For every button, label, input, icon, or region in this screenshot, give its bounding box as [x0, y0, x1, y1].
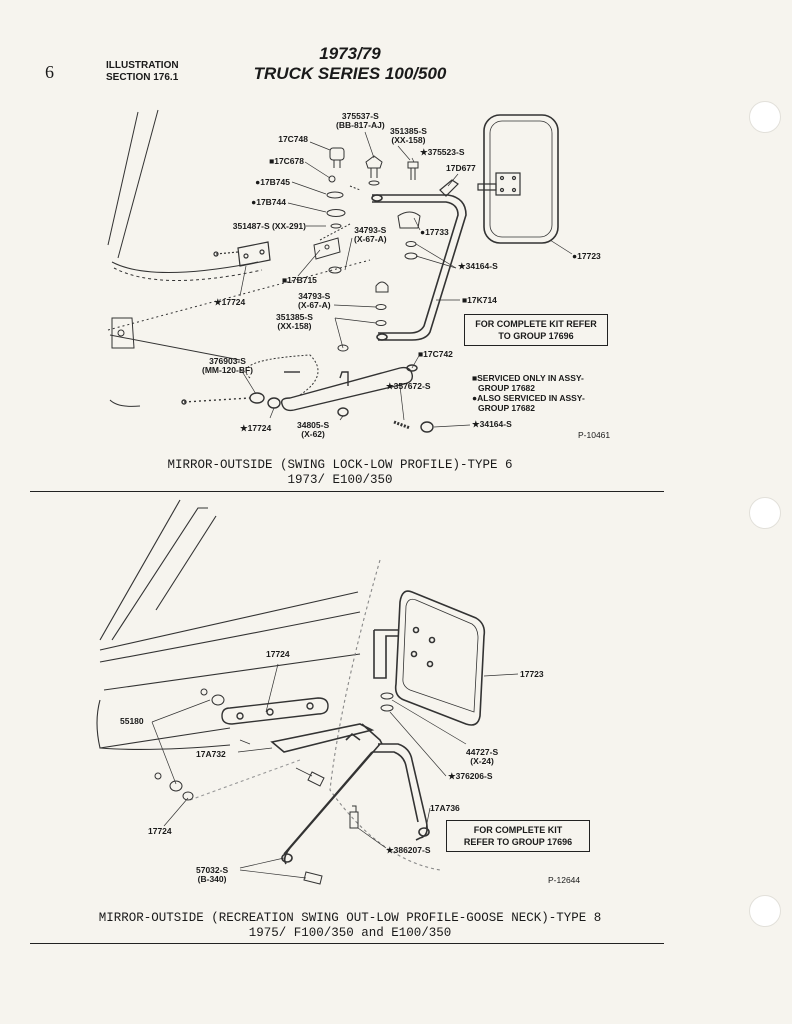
caption-type6: MIRROR-OUTSIDE (SWING LOCK-LOW PROFILE)-… [100, 458, 580, 488]
callout-17a732: 17A732 [196, 749, 226, 759]
caption2-line1: MIRROR-OUTSIDE (RECREATION SWING OUT-LOW… [98, 911, 602, 925]
leader-lines-1 [239, 131, 573, 428]
callout-34793-s-upper: 34793-S (X-67-A) [354, 226, 387, 244]
callout-376206-s: ★376206-S [448, 771, 493, 781]
callout-55180: 55180 [120, 716, 144, 726]
callout-17723-type8: 17723 [520, 669, 544, 679]
kit-line2: TO GROUP 17696 [498, 331, 574, 341]
callout-386207-s: ★386207-S [386, 845, 431, 855]
callout-17c748: 17C748 [278, 134, 308, 144]
mirror-bracket-17d677 [439, 172, 521, 197]
mounting-plate-17724-upper [213, 241, 271, 267]
callout-17733: ●17733 [420, 227, 449, 237]
part-code: (X-67-A) [298, 300, 331, 310]
callout-357672-s: ★357672-S [386, 381, 431, 391]
callout-17b744: ●17B744 [251, 197, 286, 207]
callout-351385-s-upper: 351385-S (XX-158) [390, 127, 427, 145]
title-series: TRUCK SERIES 100/500 [253, 64, 447, 83]
callout-17a736: 17A736 [430, 803, 460, 813]
note2-line2: GROUP 17682 [478, 403, 536, 413]
kit-reference-box-1: FOR COMPLETE KIT REFER TO GROUP 17696 [464, 314, 608, 346]
callout-17k714: ■17K714 [462, 295, 497, 305]
part-number: 351385-S [390, 126, 427, 136]
part-number: 375537-S [341, 111, 379, 121]
kit-line1: FOR COMPLETE KIT REFER [475, 319, 597, 329]
callout-34164-s-lower: ★34164-S [472, 419, 512, 429]
illustration-line2: SECTION 176.1 [106, 72, 179, 83]
callout-57032-s: 57032-S (B-340) [196, 866, 228, 884]
kit2-line1: FOR COMPLETE KIT [473, 825, 563, 835]
part-number: 57032-S [196, 865, 229, 875]
caption1-line1: MIRROR-OUTSIDE (SWING LOCK-LOW PROFILE)-… [167, 458, 513, 472]
caption1-line2: 1973/ E100/350 [287, 473, 393, 487]
part-code: (XX-158) [391, 135, 426, 145]
punch-hole-bottom [749, 895, 781, 927]
leader-lines-2 [151, 663, 519, 879]
part-number: 351385-S [276, 312, 313, 322]
callout-17724-lower: ★17724 [240, 423, 272, 433]
part-code: (X-67-A) [354, 234, 387, 244]
note1-line2: GROUP 17682 [478, 383, 536, 393]
callout-375523-s: ★375523-S [420, 147, 465, 157]
illustration-line1: ILLUSTRATION [106, 60, 179, 71]
illustration-section-label: ILLUSTRATION SECTION 176.1 [106, 60, 179, 84]
callout-17723: ●17723 [572, 251, 601, 261]
figure-number-2: P-12644 [548, 875, 581, 885]
part-number: 34805-S [297, 420, 330, 430]
hardware-type8 [154, 688, 394, 885]
divider-1 [30, 491, 664, 492]
mounting-bar-17724 [221, 697, 329, 725]
part-code: (MM-120-BF) [202, 365, 253, 375]
part-code: (XX-158) [277, 321, 312, 331]
kit-reference-box-2: FOR COMPLETE KIT REFER TO GROUP 17696 [446, 820, 590, 852]
callout-17724-upper: ★17724 [214, 297, 246, 307]
callout-17d677: 17D677 [446, 163, 476, 173]
callout-17c742: ■17C742 [418, 349, 453, 359]
caption-type8: MIRROR-OUTSIDE (RECREATION SWING OUT-LOW… [60, 911, 640, 941]
callout-34164-s-upper: ★34164-S [458, 261, 498, 271]
callout-17724-washer: 17724 [148, 826, 172, 836]
mirror-head-17723-type8 [373, 590, 486, 726]
note2-line1: ●ALSO SERVICED IN ASSY- [472, 393, 585, 403]
callout-44727-s: 44727-S (X-24) [466, 748, 498, 766]
title-years: 1973/79 [319, 44, 381, 63]
punch-hole-top [749, 101, 781, 133]
truck-door-outline-2 [96, 499, 441, 871]
part-code: (B-340) [197, 874, 227, 884]
kit2-line2: REFER TO GROUP 17696 [463, 837, 573, 847]
divider-2 [30, 943, 664, 944]
callout-34805-s: 34805-S (X-62) [297, 421, 329, 439]
part-number: 34793-S [354, 225, 387, 235]
part-code: (X-24) [470, 756, 494, 766]
gooseneck-arm-17a736 [270, 723, 430, 865]
mirror-head-17723 [483, 114, 559, 244]
page-title: 1973/79 TRUCK SERIES 100/500 [240, 44, 460, 84]
swing-arm-17k714 [371, 194, 467, 341]
callout-17c678: ■17C678 [269, 156, 304, 166]
service-notes: ■SERVICED ONLY IN ASSY- GROUP 17682 ●ALS… [472, 373, 585, 413]
callout-17b715: ■17B715 [282, 275, 317, 285]
caption2-line2: 1975/ F100/350 and E100/350 [248, 926, 452, 940]
page-number: 6 [45, 62, 54, 82]
callout-351385-s-lower: 351385-S (XX-158) [276, 313, 313, 331]
callout-34793-s-lower: 34793-S (X-67-A) [298, 292, 331, 310]
lower-link-17c742 [181, 364, 434, 433]
figure-number-1: P-10461 [578, 430, 611, 440]
callout-376903-s: 376903-S (MM-120-BF) [202, 357, 253, 375]
pivot-hardware-stack [313, 147, 421, 352]
part-number: 376903-S [209, 356, 246, 366]
callout-17b745: ●17B745 [255, 177, 290, 187]
callout-351487-s: 351487-S (XX-291) [232, 221, 306, 231]
part-number: 34793-S [298, 291, 331, 301]
callout-17724-bar: 17724 [266, 649, 290, 659]
part-code: (X-62) [301, 429, 325, 439]
callout-375537-s: 375537-S (BB-817-AJ) [336, 112, 385, 130]
punch-hole-middle [749, 497, 781, 529]
part-code: (BB-817-AJ) [336, 120, 385, 130]
note1-line1: ■SERVICED ONLY IN ASSY- [472, 373, 584, 383]
part-number: 44727-S [466, 747, 499, 757]
